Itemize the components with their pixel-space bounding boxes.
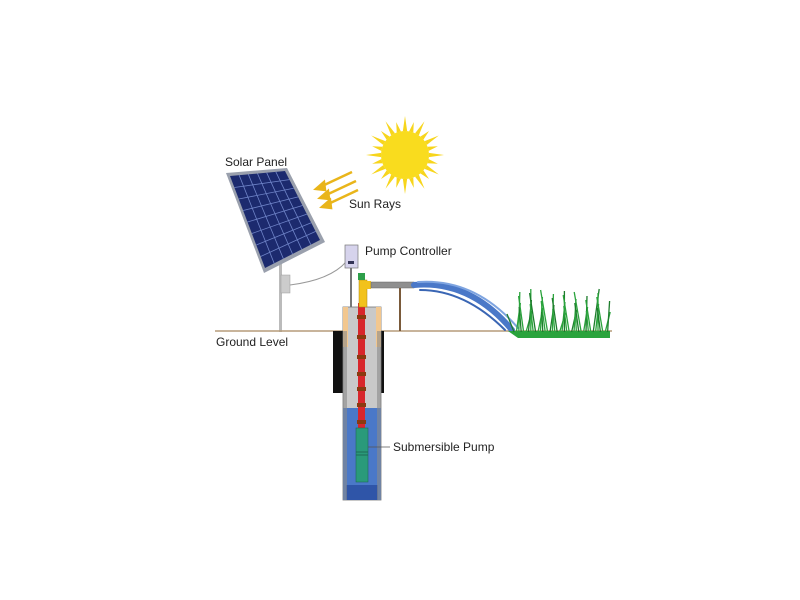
controller-display (348, 261, 354, 264)
grass (506, 288, 611, 338)
junction-box (280, 274, 291, 294)
sun-ray (371, 165, 386, 175)
label-submersible-pump: Submersible Pump (393, 440, 495, 454)
sun-rays-arrows (313, 170, 359, 210)
grass-blade (506, 313, 515, 333)
sun-ray (372, 146, 383, 151)
sun-disc (381, 131, 429, 179)
label-ground-level: Ground Level (216, 335, 288, 349)
sun-ray (427, 146, 438, 151)
sun-ray (385, 174, 395, 189)
pipe-clamp (357, 403, 366, 407)
pipe-clamp (357, 387, 366, 391)
sun-ray (402, 178, 408, 194)
grass-blade (518, 306, 522, 333)
pipe-clamp (357, 355, 366, 359)
grass-blade (592, 288, 600, 333)
grass-blade (596, 307, 602, 333)
grass-blade (539, 289, 549, 333)
grass-blade (517, 295, 525, 333)
grass-blade (573, 291, 582, 333)
sun-ray (409, 122, 414, 133)
label-pump-controller: Pump Controller (365, 244, 452, 258)
sun-ray (428, 152, 444, 158)
panel-post (279, 262, 282, 332)
riser-pipe (358, 303, 365, 428)
sun (366, 116, 444, 194)
grass-blade (585, 310, 590, 333)
yellow-pipe (358, 279, 368, 308)
grass-blade (574, 313, 578, 333)
grass-blade (540, 300, 546, 333)
sun-ray (420, 130, 430, 140)
grass-blade (529, 303, 534, 333)
sun-ray (427, 159, 438, 164)
grass-blade (552, 308, 556, 333)
discharge-pipe (370, 281, 415, 289)
pipe-clamp (357, 315, 366, 319)
pipe-clamp (357, 372, 366, 376)
pipe-clamp (357, 420, 366, 424)
grass-blade (574, 302, 580, 333)
label-solar-panel: Solar Panel (225, 155, 287, 169)
sun-ray (420, 170, 430, 180)
sun-ray (366, 152, 382, 158)
pipe-clamp (357, 335, 366, 339)
grass-blade (585, 299, 592, 333)
sun-ray (415, 174, 425, 189)
grass-blade (596, 296, 604, 333)
pipe-support (399, 288, 401, 331)
sun-ray (415, 121, 425, 136)
sun-ray (396, 122, 401, 133)
grass-blade (541, 311, 544, 333)
solar-panel (226, 168, 325, 273)
sun-ray (402, 116, 408, 132)
valve (358, 273, 365, 280)
sun-ray (380, 170, 390, 180)
pipe-clamps (357, 315, 366, 424)
grass-blade (563, 305, 568, 333)
grass-blade (551, 297, 558, 333)
grass-blade (562, 294, 570, 333)
grass-blade (528, 292, 537, 333)
sun-ray (372, 159, 383, 164)
label-sun-rays: Sun Rays (349, 197, 401, 211)
grass-blade (606, 300, 611, 333)
sun-ray (424, 165, 439, 175)
pump-controller (344, 244, 359, 269)
sun-ray (385, 121, 395, 136)
sun-ray (396, 177, 401, 188)
sun-ray (409, 177, 414, 188)
water-stream (411, 280, 519, 333)
sun-ray (380, 130, 390, 140)
sun-ray (424, 135, 439, 145)
power-cable (289, 261, 347, 286)
sun-ray (371, 135, 386, 145)
